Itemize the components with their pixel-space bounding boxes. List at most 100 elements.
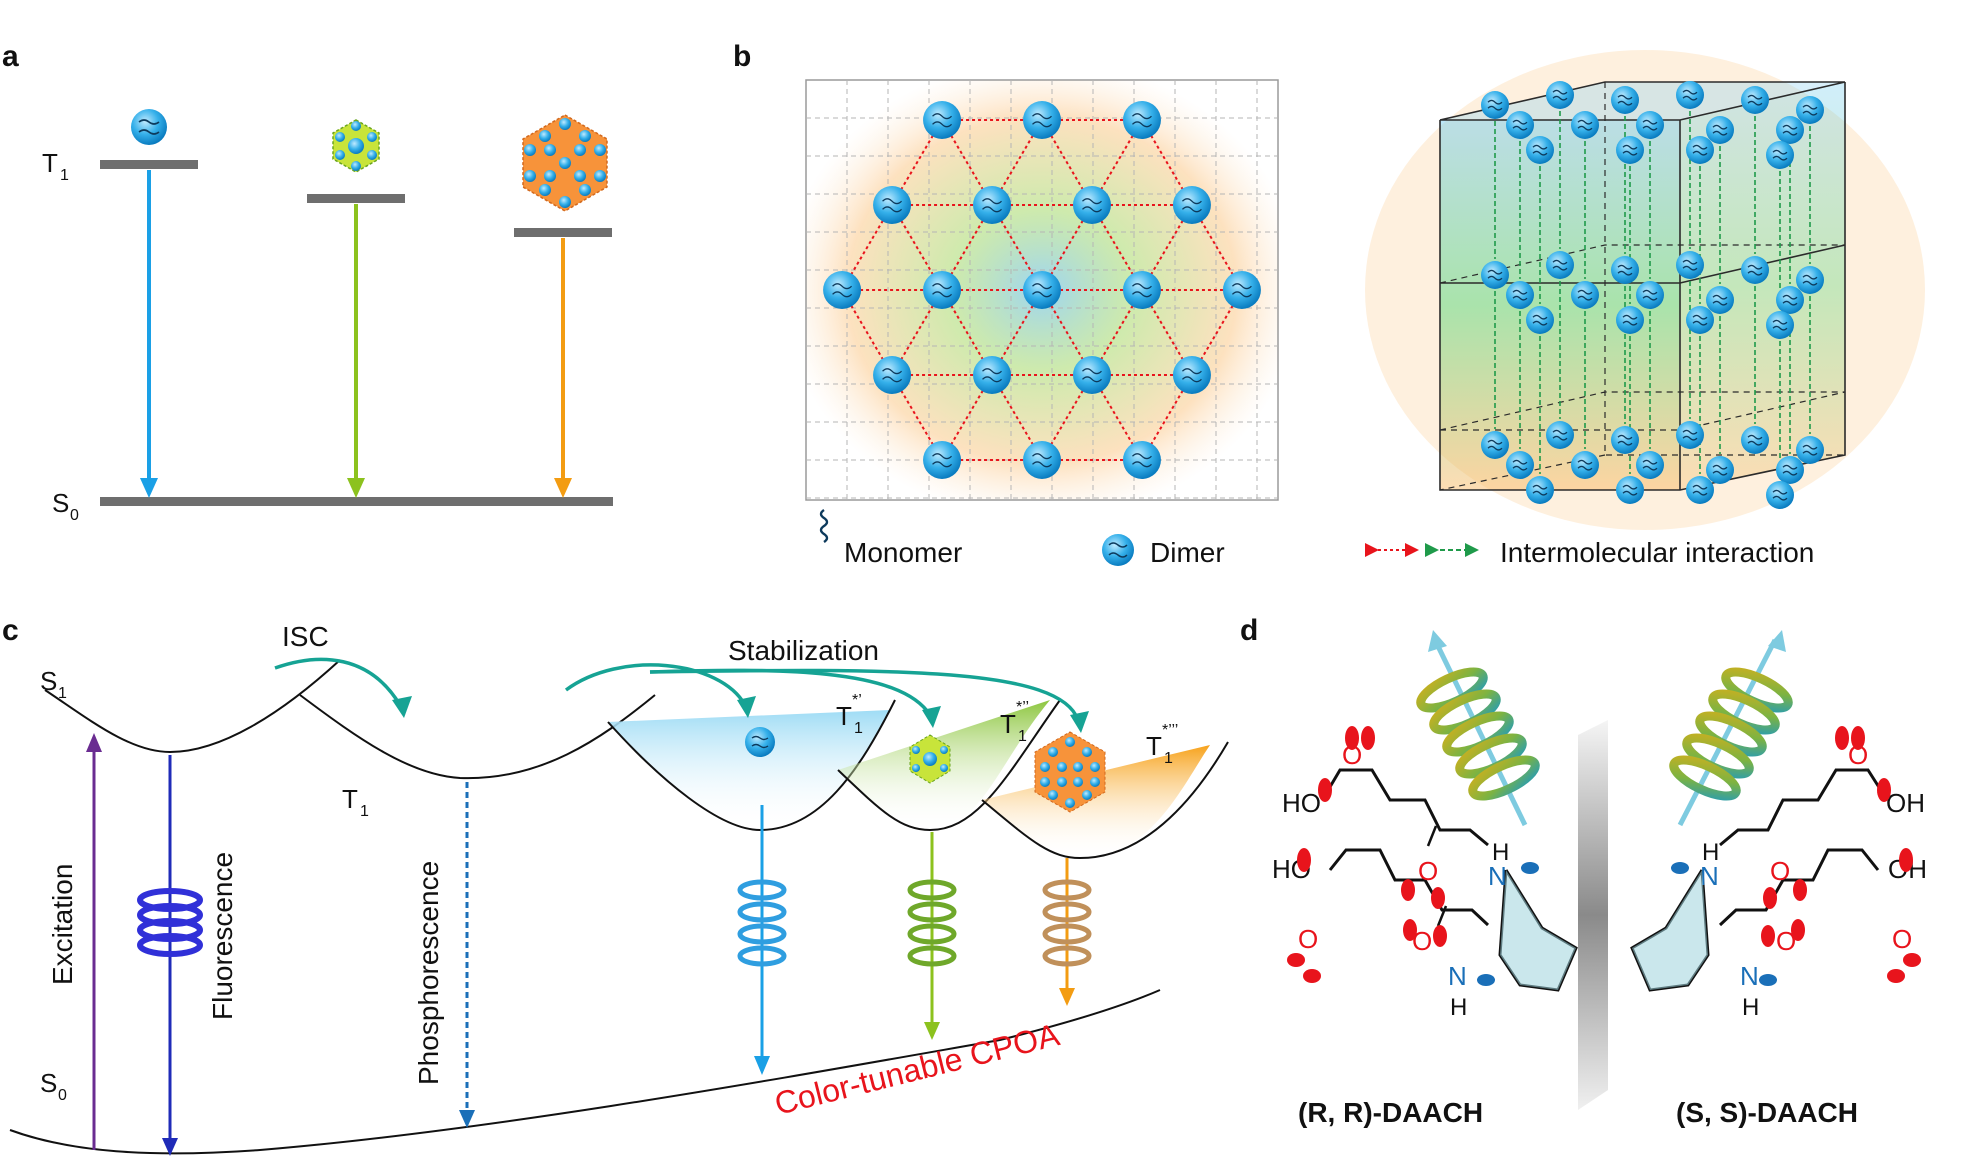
cube-dimer (1706, 456, 1734, 484)
arrowhead-orange (554, 478, 572, 498)
t1c-curve (981, 741, 1229, 860)
rr-o-2: O (1298, 924, 1318, 954)
fluorescence-label: Fluorescence (207, 852, 238, 1020)
right-helix-icon (1669, 630, 1793, 827)
cpl-helix-green-icon (907, 879, 957, 967)
ss-n-2: N (1740, 961, 1759, 991)
interaction-bond (1038, 195, 1102, 297)
interaction-bond (888, 110, 952, 212)
s0-curve (9, 989, 1161, 1155)
t1a-sup: *’ (852, 692, 862, 709)
phosphorescence-label: Phosphorescence (413, 861, 444, 1085)
lattice-dimer (1122, 441, 1161, 479)
lattice-dimer (923, 271, 962, 309)
interaction-bond (882, 365, 946, 467)
interaction-bond (1082, 365, 1146, 467)
cube-dimer (1611, 86, 1639, 114)
stabilization-arrow-1 (564, 663, 747, 706)
s0-curve-label: S (40, 1068, 57, 1098)
cube-dimer (1506, 111, 1534, 139)
interaction-bond (938, 365, 1002, 467)
cube-dimer (1481, 261, 1509, 289)
lattice-dimer (923, 441, 962, 479)
emission-blue-arrowhead (754, 1056, 770, 1075)
interaction-bond (838, 195, 902, 297)
s1-label: S (40, 666, 57, 696)
s0-subscript: 0 (70, 507, 79, 524)
lattice-dimer (923, 101, 962, 139)
stabilization-arrowhead-2 (922, 706, 941, 728)
excitation-label: Excitation (47, 864, 78, 985)
lattice-dimer (1172, 186, 1211, 224)
lattice-dimer (1122, 271, 1161, 309)
t1-level-aggregate (514, 228, 612, 237)
s1-curve (44, 659, 341, 754)
cube-dimer (1766, 141, 1794, 169)
interaction-bond (938, 195, 1002, 297)
rr-lone-pair-icons (1287, 726, 1447, 983)
cube-dimer (1571, 281, 1599, 309)
legend-interaction: Intermolecular interaction (1500, 537, 1814, 568)
arrowhead-blue (140, 478, 158, 498)
lattice-dimer (973, 186, 1012, 224)
t1-curve (299, 694, 656, 780)
cube-dimer (1611, 256, 1639, 284)
rr-atom-labels: HO O HO O O O N H N H (1272, 740, 1509, 1021)
cube-dimer (1611, 426, 1639, 454)
interaction-bond (1082, 195, 1146, 297)
t1-label: T (42, 148, 58, 178)
interaction-bond (1132, 280, 1196, 382)
lattice-dimer (1222, 271, 1261, 309)
excitation-arrowhead (86, 733, 102, 752)
lattice-dimer (1023, 101, 1061, 139)
dimer-icon (131, 109, 167, 145)
t1-level-monomer (100, 160, 198, 169)
t1a-sub: 1 (854, 720, 863, 737)
cube-dimer (1546, 81, 1574, 109)
interaction-bond (932, 110, 996, 212)
panel-c: c S 1 T 1 S 0 T 1 *’ T 1 *’’ T 1 *’’’ IS… (2, 614, 1229, 1156)
lattice-dimer (1023, 271, 1061, 309)
cube-dimer (1766, 481, 1794, 509)
cube-dimer (1796, 266, 1824, 294)
rr-daach-caption: (R, R)-DAACH (1298, 1097, 1483, 1128)
lattice-dimer (1122, 101, 1161, 139)
interaction-bond (1032, 110, 1096, 212)
rr-o-1: O (1342, 740, 1362, 770)
ss-cyclohexane-ring (1632, 870, 1708, 990)
left-helix-icon (1416, 630, 1540, 827)
t1b-sub: 1 (1018, 728, 1027, 745)
cube-dimer (1706, 116, 1734, 144)
t1b-label: T (1000, 709, 1016, 739)
ss-o-4: O (1776, 926, 1796, 956)
cube-dimer (1741, 426, 1769, 454)
cpoa-label: Color-tunable CPOA (771, 1016, 1063, 1122)
cube-dimer (1686, 476, 1714, 504)
legend: Monomer Dimer Intermolecular interaction (819, 509, 1814, 568)
interaction-bond (982, 195, 1046, 297)
lattice-2d (805, 79, 1279, 501)
t1a-label: T (836, 701, 852, 731)
lattice-dimer (973, 356, 1012, 394)
interaction-bond (988, 110, 1052, 212)
s0-curve-sub: 0 (58, 1087, 67, 1104)
ss-lone-pair-icons (1761, 726, 1921, 983)
interaction-bond (1088, 110, 1152, 212)
dimer-legend-icon (1102, 534, 1134, 566)
ss-h-1: H (1702, 839, 1719, 866)
well-orange-cluster-icon (1034, 731, 1106, 813)
interaction-bond (1032, 280, 1096, 382)
well-orange-fill (982, 745, 1210, 858)
lattice-dimer (1172, 356, 1211, 394)
s1-sub: 1 (58, 685, 67, 702)
cube-dimer (1676, 421, 1704, 449)
rr-n-2: N (1448, 961, 1467, 991)
interaction-bond (932, 280, 996, 382)
monomer-icon (819, 509, 829, 543)
ss-h-2: H (1742, 994, 1759, 1021)
emission-orange-arrowhead (1059, 988, 1075, 1006)
t1-subscript: 1 (60, 167, 69, 184)
interaction-bond (982, 365, 1046, 467)
fluorescence-helix-icon (137, 888, 203, 957)
